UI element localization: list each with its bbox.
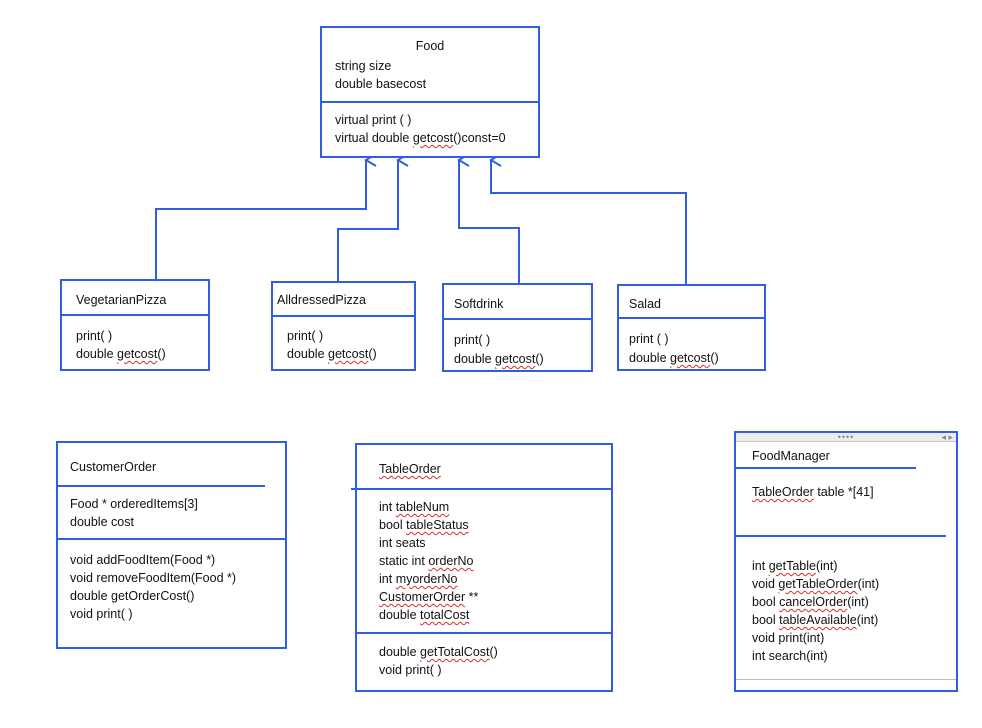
table-order-divider-2 <box>357 632 611 634</box>
alldressed-pizza-method-getcost: double getcost() <box>287 347 377 361</box>
food-class-box: Food string size double basecost virtual… <box>320 26 540 158</box>
alldressed-pizza-class-name: AlldressedPizza <box>277 293 366 307</box>
vegetarian-pizza-method-print: print( ) <box>76 329 113 343</box>
customer-order-method-print: void print( ) <box>70 607 133 621</box>
softdrink-method-getcost: double getcost() <box>454 352 544 366</box>
food-method-print: virtual print ( ) <box>335 113 412 127</box>
food-manager-method-search: int search(int) <box>752 649 828 663</box>
food-attribute-basecost: double basecost <box>335 77 427 91</box>
table-order-attr-customer-order: CustomerOrder ** <box>379 590 479 604</box>
grip-icon: •••• <box>837 432 855 442</box>
food-manager-bottom-rule <box>736 679 956 680</box>
customer-order-attr-ordered-items: Food * orderedItems[3] <box>70 497 198 511</box>
customer-order-class-name: CustomerOrder <box>70 460 157 474</box>
customer-order-method-get-order-cost: double getOrderCost() <box>70 589 195 603</box>
salad-method-getcost: double getcost() <box>629 351 719 365</box>
table-order-attr-my-order-no: int myorderNo <box>379 572 458 586</box>
vegetarian-pizza-divider <box>62 314 208 316</box>
alldressed-inheritance-line <box>337 153 409 282</box>
customer-order-divider-2 <box>58 538 285 540</box>
salad-divider <box>619 317 764 319</box>
table-order-method-print: void print( ) <box>379 663 442 677</box>
table-order-divider-1 <box>351 488 611 490</box>
softdrink-method-print: print( ) <box>454 333 491 347</box>
vegetarian-inheritance-line <box>155 153 377 280</box>
food-divider <box>322 101 538 103</box>
food-manager-method-table-available: bool tableAvailable(int) <box>752 613 879 627</box>
food-method-getcost: virtual double getcost()const=0 <box>335 131 506 145</box>
salad-class-name: Salad <box>629 297 661 311</box>
food-manager-method-get-table-order: void getTableOrder(int) <box>752 577 880 591</box>
customer-order-attr-cost: double cost <box>70 515 134 529</box>
vegetarian-pizza-method-getcost: double getcost() <box>76 347 166 361</box>
customer-order-method-remove: void removeFoodItem(Food *) <box>70 571 237 585</box>
food-manager-divider-2 <box>736 535 946 537</box>
food-manager-class-box: •••• ◂ ▸ FoodManager TableOrder table *[… <box>734 431 958 692</box>
customer-order-divider-1 <box>58 485 265 487</box>
food-manager-divider-1 <box>736 467 916 469</box>
softdrink-class-box: Softdrink print( ) double getcost() <box>442 283 593 372</box>
table-order-attr-table-status: bool tableStatus <box>379 518 469 532</box>
table-order-attr-table-num: int tableNum <box>379 500 450 514</box>
vegetarian-pizza-class-name: VegetarianPizza <box>76 293 167 307</box>
softdrink-inheritance-line <box>457 153 520 284</box>
food-manager-window-strip: •••• ◂ ▸ <box>736 432 956 442</box>
alldressed-pizza-method-print: print( ) <box>287 329 324 343</box>
resize-arrows-icon: ◂ ▸ <box>941 432 953 442</box>
food-manager-method-print: void print(int) <box>752 631 825 645</box>
alldressed-pizza-class-box: AlldressedPizza print( ) double getcost(… <box>271 281 416 371</box>
table-order-class-box: TableOrder int tableNum bool tableStatus… <box>351 443 613 692</box>
alldressed-pizza-divider <box>273 315 414 317</box>
table-order-method-get-total-cost: double getTotalCost() <box>379 645 498 659</box>
table-order-attr-total-cost: double totalCost <box>379 608 470 622</box>
food-manager-method-get-table: int getTable(int) <box>752 559 838 573</box>
salad-method-print: print ( ) <box>629 332 669 346</box>
customer-order-class-box: CustomerOrder Food * orderedItems[3] dou… <box>56 441 287 649</box>
food-class-name: Food <box>415 39 445 53</box>
vegetarian-pizza-class-box: VegetarianPizza print( ) double getcost(… <box>60 279 210 371</box>
table-order-attr-order-no: static int orderNo <box>379 554 474 568</box>
salad-inheritance-line <box>489 153 687 284</box>
food-attribute-size: string size <box>335 59 392 73</box>
softdrink-divider <box>444 318 591 320</box>
table-order-class-name: TableOrder <box>379 462 441 476</box>
food-manager-attr-table: TableOrder table *[41] <box>752 485 874 499</box>
salad-class-box: Salad print ( ) double getcost() <box>617 284 766 371</box>
customer-order-method-add: void addFoodItem(Food *) <box>70 553 216 567</box>
food-manager-class-name: FoodManager <box>752 449 830 463</box>
softdrink-class-name: Softdrink <box>454 297 504 311</box>
food-manager-method-cancel-order: bool cancelOrder(int) <box>752 595 869 609</box>
table-order-attr-seats: int seats <box>379 536 426 550</box>
